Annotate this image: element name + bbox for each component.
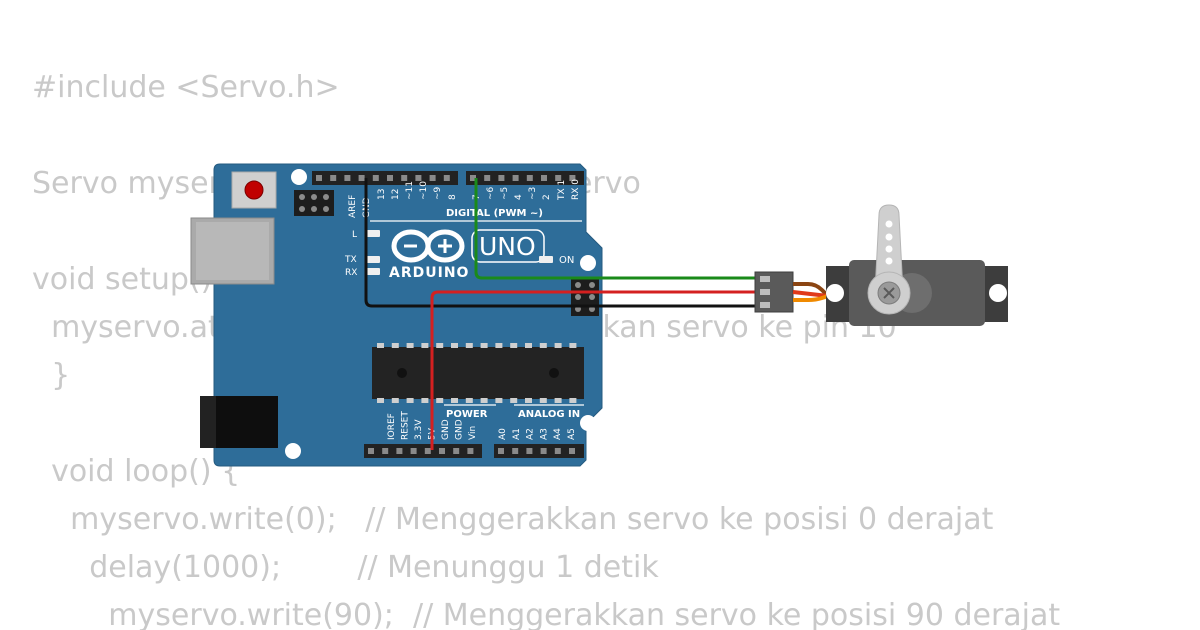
- code-line-9: myservo.write(90); // Menggerakkan servo…: [32, 598, 1061, 630]
- brand-label: ARDUINO: [389, 265, 469, 281]
- led-l-icon: [366, 230, 380, 237]
- analog-pin-label: A5: [567, 428, 577, 440]
- led-tx-label: TX: [344, 255, 357, 265]
- analog-label: ANALOG IN: [518, 409, 580, 420]
- bottom-pin-holes: [368, 448, 575, 454]
- power-jack-edge: [200, 396, 216, 448]
- led-rx-label: RX: [345, 268, 357, 278]
- analog-pin-label: A4: [553, 428, 563, 440]
- code-line-5: }: [32, 358, 71, 393]
- analog-header[interactable]: [494, 444, 584, 458]
- reset-button-cap[interactable]: [244, 180, 264, 200]
- power-pin-label: Vin: [468, 426, 478, 440]
- icsp-header: [294, 190, 334, 216]
- led-tx-icon: [366, 256, 380, 263]
- wire-signal[interactable]: [474, 178, 760, 280]
- digital-pin-label: 12: [391, 189, 401, 200]
- microcontroller-chip: [372, 343, 584, 403]
- digital-pin-label: ~11: [405, 181, 415, 200]
- digital-pin-label: ~9: [433, 186, 443, 200]
- servo-mount-hole-icon: [989, 284, 1007, 302]
- mounting-hole-icon: [285, 443, 301, 459]
- analog-pin-label: A3: [539, 428, 549, 440]
- mounting-hole-icon: [291, 169, 307, 185]
- icsp-header-2: [571, 278, 599, 316]
- led-on-icon: [539, 256, 553, 263]
- led-on-label: ON: [559, 255, 574, 266]
- digital-pin-label: 13: [377, 189, 387, 200]
- code-line-7: myservo.write(0); // Menggerakkan servo …: [32, 502, 994, 537]
- digital-pin-label: 8: [448, 194, 458, 200]
- digital-pin-label: ~6: [486, 186, 496, 200]
- analog-pin-label: A2: [526, 428, 536, 440]
- digital-pin-label: ~3: [528, 187, 538, 200]
- analog-pin-label: A1: [512, 428, 522, 440]
- wire-power[interactable]: [430, 290, 760, 450]
- code-line-1: #include <Servo.h>: [32, 70, 340, 105]
- servo-motor[interactable]: [754, 204, 1008, 326]
- usb-port-face: [196, 222, 269, 280]
- analog-pin-label: A0: [498, 428, 508, 440]
- led-l-label: L: [352, 230, 357, 240]
- led-rx-icon: [366, 268, 380, 275]
- digital-pin-label: AREF: [348, 195, 358, 218]
- power-pin-label: GND: [441, 419, 451, 440]
- code-line-8: delay(1000); // Menunggu 1 detik: [32, 550, 659, 585]
- digital-pin-label: ~5: [500, 187, 510, 200]
- digital-pin-holes: [316, 175, 576, 181]
- model-badge: [471, 229, 545, 263]
- power-pin-label: RESET: [401, 411, 411, 440]
- servo-cable-orange: [793, 294, 829, 302]
- power-pin-label: 3.3V: [414, 419, 424, 440]
- digital-pin-label: TX 1: [557, 180, 567, 201]
- digital-pin-label: 2: [542, 194, 552, 200]
- servo-cable-red: [792, 290, 829, 298]
- digital-label: DIGITAL (PWM ~): [446, 208, 543, 219]
- digital-pin-label: 4: [514, 194, 524, 200]
- model-label: UNO: [479, 232, 536, 261]
- power-pin-label: IOREF: [387, 413, 397, 440]
- power-pin-label: GND: [455, 419, 465, 440]
- mounting-hole-icon: [580, 255, 596, 271]
- arduino-logo-icon: [391, 229, 465, 263]
- digital-pin-label: ~10: [419, 181, 429, 200]
- code-line-6: void loop() {: [32, 454, 241, 489]
- digital-pin-label: RX 0: [571, 179, 581, 200]
- power-label: POWER: [446, 409, 488, 420]
- wire-ground[interactable]: [364, 178, 760, 308]
- servo-mount-hole-icon: [826, 284, 844, 302]
- wires: [364, 178, 760, 450]
- servo-cable-brown: [793, 282, 830, 298]
- digital-header[interactable]: [312, 171, 584, 185]
- power-header[interactable]: [364, 444, 482, 458]
- mounting-hole-icon: [580, 415, 596, 431]
